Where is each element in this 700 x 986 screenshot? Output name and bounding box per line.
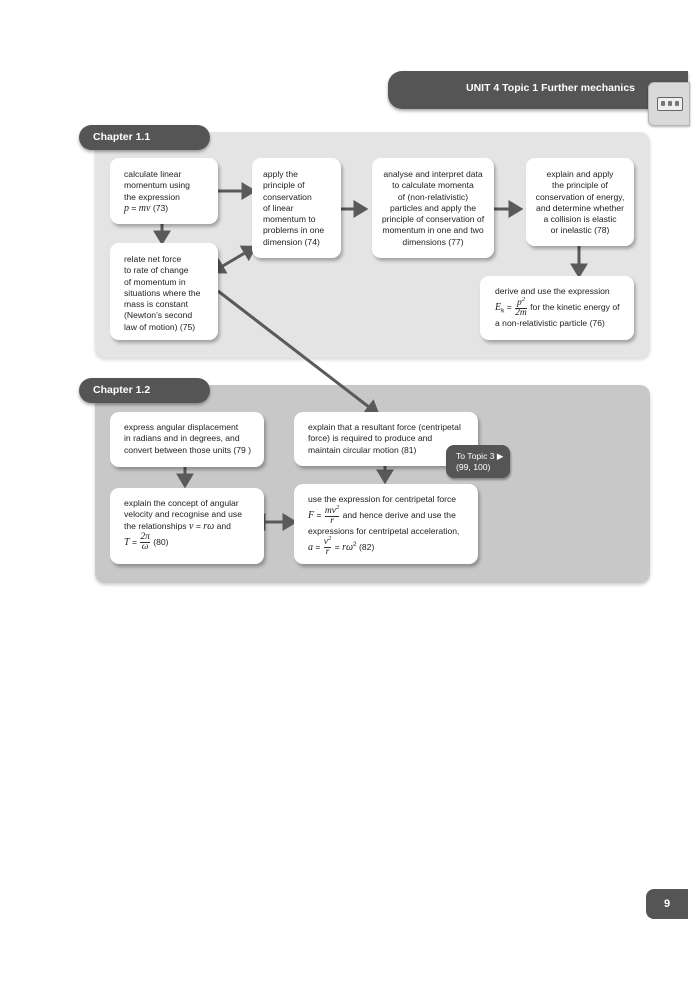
arrow-3 bbox=[210, 245, 258, 274]
box-angular-displacement: express angular displacement in radians … bbox=[110, 412, 264, 467]
box-centripetal-force-expression: use the expression for centripetal force… bbox=[294, 484, 478, 564]
apparatus-icon bbox=[648, 82, 690, 126]
box-centripetal-force-concept: explain that a resultant force (centripe… bbox=[294, 412, 478, 466]
to-topic-3-link[interactable]: To Topic 3 ▶ (99, 100) bbox=[446, 445, 510, 478]
unit-title-banner: UNIT 4 Topic 1 Further mechanics bbox=[388, 71, 688, 109]
arrow-7 bbox=[217, 289, 380, 416]
chapter-1-2-tab: Chapter 1.2 bbox=[79, 378, 210, 403]
unit-title: UNIT 4 Topic 1 Further mechanics bbox=[466, 82, 636, 94]
box-conservation-momentum: apply the principle of conservation of l… bbox=[252, 158, 341, 258]
box-conservation-energy: explain and apply the principle of conse… bbox=[526, 158, 634, 246]
box-linear-momentum: calculate linear momentum using the expr… bbox=[110, 158, 218, 224]
box-analyse-data: analyse and interpret data to calculate … bbox=[372, 158, 494, 258]
box-net-force: relate net force to rate of change of mo… bbox=[110, 243, 218, 340]
chapter-1-1-tab: Chapter 1.1 bbox=[79, 125, 210, 150]
box-angular-velocity: explain the concept of angular velocity … bbox=[110, 488, 264, 564]
page-number: 9 bbox=[646, 889, 688, 919]
